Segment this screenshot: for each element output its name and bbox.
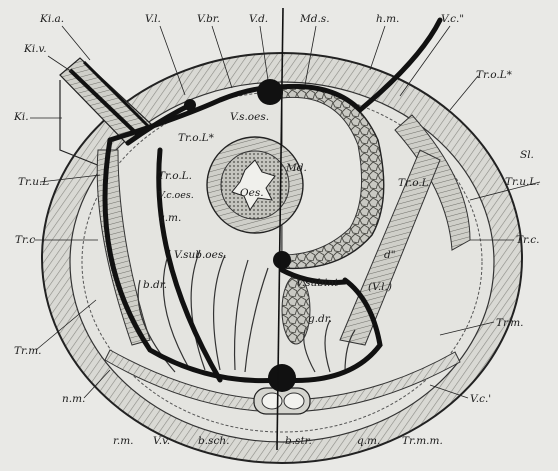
label-hm: h.m.	[376, 13, 399, 25]
label-trmm: Tr.m.m.	[402, 435, 443, 447]
label-vc1: V.c.'	[470, 393, 491, 405]
label-oes: Oes.	[240, 187, 264, 199]
label-vsubint: V.subint	[296, 277, 339, 289]
label-vsoes: V.s.oes.	[230, 111, 269, 123]
label-rm: r.m.	[113, 435, 134, 447]
label-trol-star-right: Tr.o.L*	[476, 69, 513, 81]
label-trul-left: Tr.u.L	[18, 176, 49, 188]
label-mds: Md.s.	[299, 13, 330, 25]
label-trc-left: Tr.c	[15, 234, 35, 246]
label-trol-star-left: Tr.o.L*	[178, 132, 215, 144]
label-vl-paren: (V.l.)	[368, 281, 392, 293]
label-trm-right: Tr.m.	[496, 317, 524, 329]
label-bsch: b.sch.	[198, 435, 229, 447]
label-qm-bottom: q.m.	[357, 435, 380, 447]
label-ki-a: Ki.a.	[39, 13, 64, 25]
label-vl: V.l.	[145, 13, 161, 25]
label-vbr: V.br.	[197, 13, 220, 25]
label-vsuboes: V.sub.oes.	[174, 249, 227, 261]
label-gdr: g.dr.	[308, 313, 332, 325]
label-md: Md.	[285, 162, 307, 174]
label-vd: V.d.	[249, 13, 268, 25]
label-trm-left: Tr.m.	[14, 345, 42, 357]
label-bdr: b.dr.	[143, 279, 167, 291]
label-trol-right: Tr.o.L	[398, 177, 429, 189]
label-trol-left: Tr.o.L.	[158, 170, 192, 182]
label-vv: V.v.	[153, 435, 170, 447]
label-bstr: b.str.	[285, 435, 312, 447]
label-ki-v: Ki.v.	[23, 43, 47, 55]
label-vcoes: V.c.oes.	[158, 190, 194, 201]
label-sl: Sl.	[520, 149, 534, 161]
label-nm: n.m.	[62, 393, 85, 405]
label-d2: d"	[384, 249, 396, 261]
label-vc2: V.c."	[441, 13, 464, 25]
oesophagus	[207, 137, 303, 233]
label-ki: Ki.	[13, 111, 29, 123]
label-trc-right: Tr.c.	[516, 234, 539, 246]
label-qm-left: q.m.	[158, 212, 181, 224]
